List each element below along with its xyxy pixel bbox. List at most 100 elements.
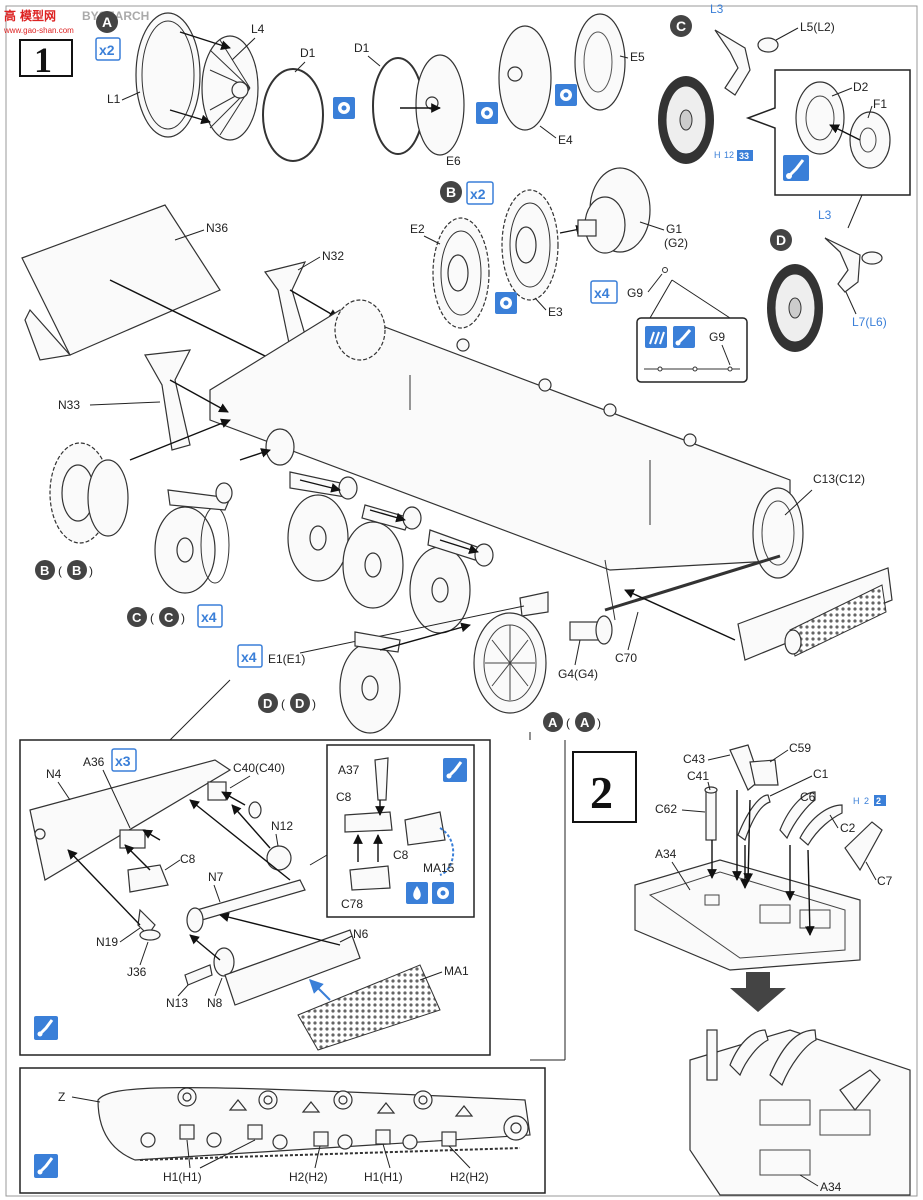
svg-text:(: ( [150, 611, 154, 625]
label-N12: N12 [271, 819, 293, 833]
qty-x4-badge-G9: x4 [590, 280, 618, 304]
label-C7: C7 [877, 874, 893, 888]
svg-text:模型网: 模型网 [20, 8, 56, 23]
part-hull-side-plate [209, 309, 791, 621]
label-H-33-box [737, 150, 753, 161]
svg-text:x4: x4 [201, 609, 217, 625]
part-road-wheel-3 [342, 521, 404, 609]
label-C6: C6 [800, 790, 816, 804]
part-E2-sprocket [432, 217, 490, 329]
label-H-12: 12 [724, 150, 734, 160]
step-2-number-box: 2 [572, 751, 637, 823]
part-C43-C59 [729, 744, 779, 791]
part-step2-hull-result [689, 1029, 911, 1196]
cement-glue-icon-3 [555, 84, 577, 106]
label-L1: L1 [107, 92, 121, 106]
svg-text:x3: x3 [115, 753, 131, 769]
label-A37: A37 [338, 763, 360, 777]
cement-glue-icon-2 [476, 102, 498, 124]
label-H-tag-top: H [714, 150, 721, 160]
part-L7-arm [824, 237, 883, 293]
label-MA1: MA1 [444, 964, 469, 978]
label-E5: E5 [630, 50, 645, 64]
detail-inset-D2-F1 [745, 69, 911, 196]
label-N32: N32 [322, 249, 344, 263]
label-H-33: 33 [739, 151, 749, 161]
part-E1-bracket [519, 591, 549, 617]
label-N6: N6 [353, 927, 369, 941]
part-C70-rod [604, 554, 781, 612]
svg-text:www.gao-shan.com: www.gao-shan.com [3, 26, 74, 35]
svg-text:高: 高 [4, 8, 16, 23]
return-roller-2 [538, 378, 552, 392]
label-C70: C70 [615, 651, 637, 665]
label-F1: F1 [873, 97, 887, 111]
part-step2-hull-upper [634, 859, 861, 971]
label-H-2: 2 [864, 796, 869, 806]
part-C41-C62 [704, 786, 718, 841]
svg-text:A: A [102, 14, 112, 30]
qty-x2-badge-top: x2 [95, 37, 121, 61]
watermark: 高 模型网 BYSEARCH www.gao-shan.com [3, 8, 149, 35]
svg-text:B: B [40, 563, 49, 578]
detail-inset-A37-MA15 [326, 744, 475, 918]
cement-glue-icon-4 [495, 292, 517, 314]
label-G1: G1 [666, 222, 682, 236]
label-H-tag-step2: H [853, 796, 860, 806]
label-C2: C2 [840, 821, 856, 835]
part-C7 [844, 821, 883, 872]
part-G9-pin [662, 267, 668, 273]
svg-text:C: C [164, 610, 174, 625]
svg-text:C: C [132, 610, 142, 625]
detail-inset-G9 [636, 317, 748, 383]
part-idler-wheel-A [473, 612, 547, 714]
part-road-wheel-D [767, 264, 823, 352]
svg-text:): ) [597, 716, 601, 730]
label-L5: L5(L2) [800, 20, 835, 34]
label-G4: G4(G4) [558, 667, 598, 681]
label-G9: G9 [627, 286, 643, 300]
label-C43: C43 [683, 752, 705, 766]
part-L4-fan [201, 35, 259, 141]
label-N36: N36 [206, 221, 228, 235]
label-E4: E4 [558, 133, 573, 147]
label-N33: N33 [58, 398, 80, 412]
cement-glue-icon-1 [333, 97, 355, 119]
callout-C-paren: C ( C ) [127, 607, 185, 627]
label-C78: C78 [341, 897, 363, 911]
label-N7: N7 [208, 870, 224, 884]
svg-text:D: D [263, 696, 272, 711]
label-H2-first: H2(H2) [289, 1170, 328, 1184]
qty-x3-badge-A36: x3 [111, 748, 137, 772]
label-E6: E6 [446, 154, 461, 168]
label-C8-inset: C8 [180, 852, 196, 866]
part-N33-fender-support [144, 349, 192, 451]
label-C41: C41 [687, 769, 709, 783]
callout-D-right: D [770, 229, 792, 251]
qty-x4-badge-C: x4 [197, 604, 223, 628]
label-N13: N13 [166, 996, 188, 1010]
label-MA15: MA15 [423, 861, 455, 875]
label-Z: Z [58, 1090, 65, 1104]
label-C8-left: C8 [336, 790, 352, 804]
label-C13: C13(C12) [813, 472, 865, 486]
label-H-2-box [874, 795, 886, 806]
svg-text:x2: x2 [470, 186, 486, 202]
label-C8-right: C8 [393, 848, 409, 862]
label-N8: N8 [207, 996, 223, 1010]
svg-text:A: A [580, 715, 590, 730]
label-D1-second: D1 [354, 41, 370, 55]
label-E1: E1(E1) [268, 652, 305, 666]
label-H1-second: H1(H1) [364, 1170, 403, 1184]
part-road-wheel-1 [154, 506, 230, 594]
svg-text:): ) [312, 697, 316, 711]
part-E4-disk [498, 25, 552, 131]
part-idler-wheel-C13 [752, 487, 804, 579]
callout-B-paren: B ( B ) [35, 560, 93, 580]
part-G1-final-drive [577, 167, 651, 254]
part-N36-fender [21, 204, 221, 361]
label-C59: C59 [789, 741, 811, 755]
part-sprocket-on-hull [334, 299, 386, 361]
part-L5-arm [714, 29, 779, 96]
part-G4-spindle [569, 615, 613, 645]
